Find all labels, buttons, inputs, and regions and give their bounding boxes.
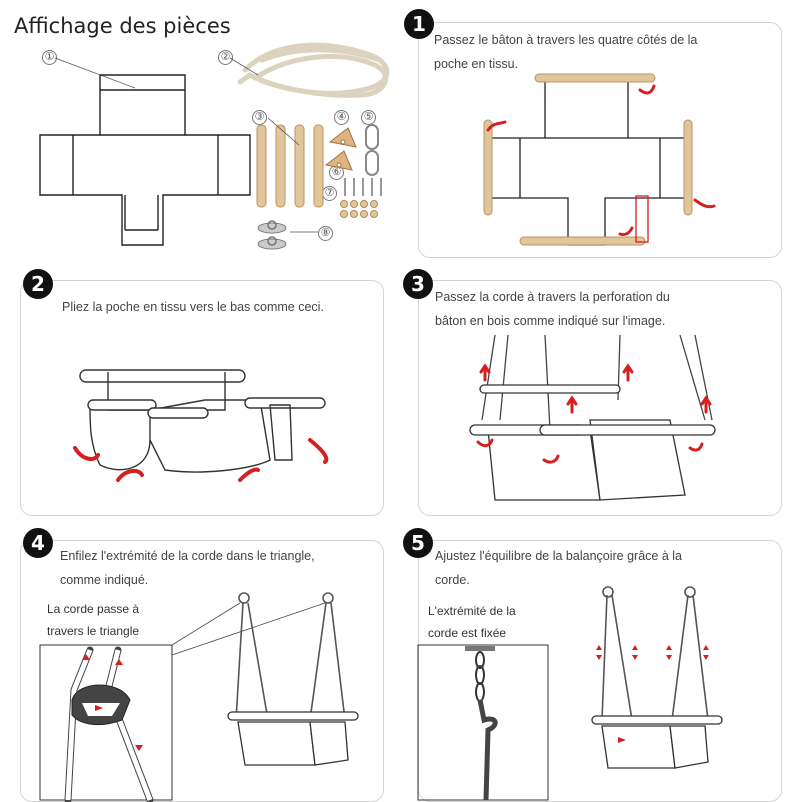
part-number-8: ⑧	[318, 226, 333, 241]
step-1-panel	[418, 22, 782, 258]
step-5-note-line-2: corde est fixée	[428, 626, 507, 640]
wooden-triangles	[324, 127, 357, 171]
rope-coil	[237, 42, 390, 98]
step-2-badge: 2	[23, 269, 53, 299]
step-1-line-2: poche en tissu.	[434, 57, 519, 71]
part-number-3: ③	[252, 110, 267, 125]
step-1-text: Passez le bâton à travers les quatre côt…	[434, 28, 697, 76]
step-4-note-line-2: travers le triangle	[47, 624, 140, 638]
step-4-note: La corde passe à travers le triangle	[47, 598, 139, 642]
carabiners	[365, 124, 379, 176]
step-5-badge: 5	[403, 528, 433, 558]
part-number-1: ①	[42, 50, 57, 65]
step-4-line-2: comme indiqué.	[60, 573, 149, 587]
step-5-note-line-1: L'extrémité de la	[428, 604, 516, 618]
step-1-badge: 1	[404, 9, 434, 39]
screws	[344, 178, 382, 196]
nuts	[340, 200, 378, 218]
part-number-5: ⑤	[361, 110, 376, 125]
fabric-pouch	[39, 74, 251, 246]
parts-title: Affichage des pièces	[14, 14, 231, 38]
step-2-text: Pliez la poche en tissu vers le bas comm…	[62, 295, 324, 319]
step-4-line-1: Enfilez l'extrémité de la corde dans le …	[60, 549, 315, 563]
step-4-text: Enfilez l'extrémité de la corde dans le …	[60, 544, 315, 592]
step-2-panel	[20, 280, 384, 516]
step-5-text: Ajustez l'équilibre de la balançoire grâ…	[435, 544, 682, 592]
step-2-line-1: Pliez la poche en tissu vers le bas comm…	[62, 300, 324, 314]
step-5-line-2: corde.	[435, 573, 470, 587]
step-3-line-2: bâton en bois comme indiqué sur l'image.	[435, 314, 666, 328]
step-5-line-1: Ajustez l'équilibre de la balançoire grâ…	[435, 549, 682, 563]
step-5-panel	[418, 540, 782, 802]
part-number-2: ②	[218, 50, 233, 65]
step-3-badge: 3	[403, 269, 433, 299]
step-4-note-line-1: La corde passe à	[47, 602, 140, 616]
wooden-sticks	[256, 124, 324, 208]
step-5-note: L'extrémité de la corde est fixée	[428, 600, 516, 644]
ceiling-hooks	[257, 220, 287, 250]
part-number-4: ④	[334, 110, 349, 125]
step-3-line-1: Passez la corde à travers la perforation…	[435, 290, 670, 304]
part-number-7: ⑦	[322, 186, 337, 201]
step-1-line-1: Passez le bâton à travers les quatre côt…	[434, 33, 698, 47]
step-3-text: Passez la corde à travers la perforation…	[435, 285, 670, 333]
step-4-badge: 4	[23, 528, 53, 558]
